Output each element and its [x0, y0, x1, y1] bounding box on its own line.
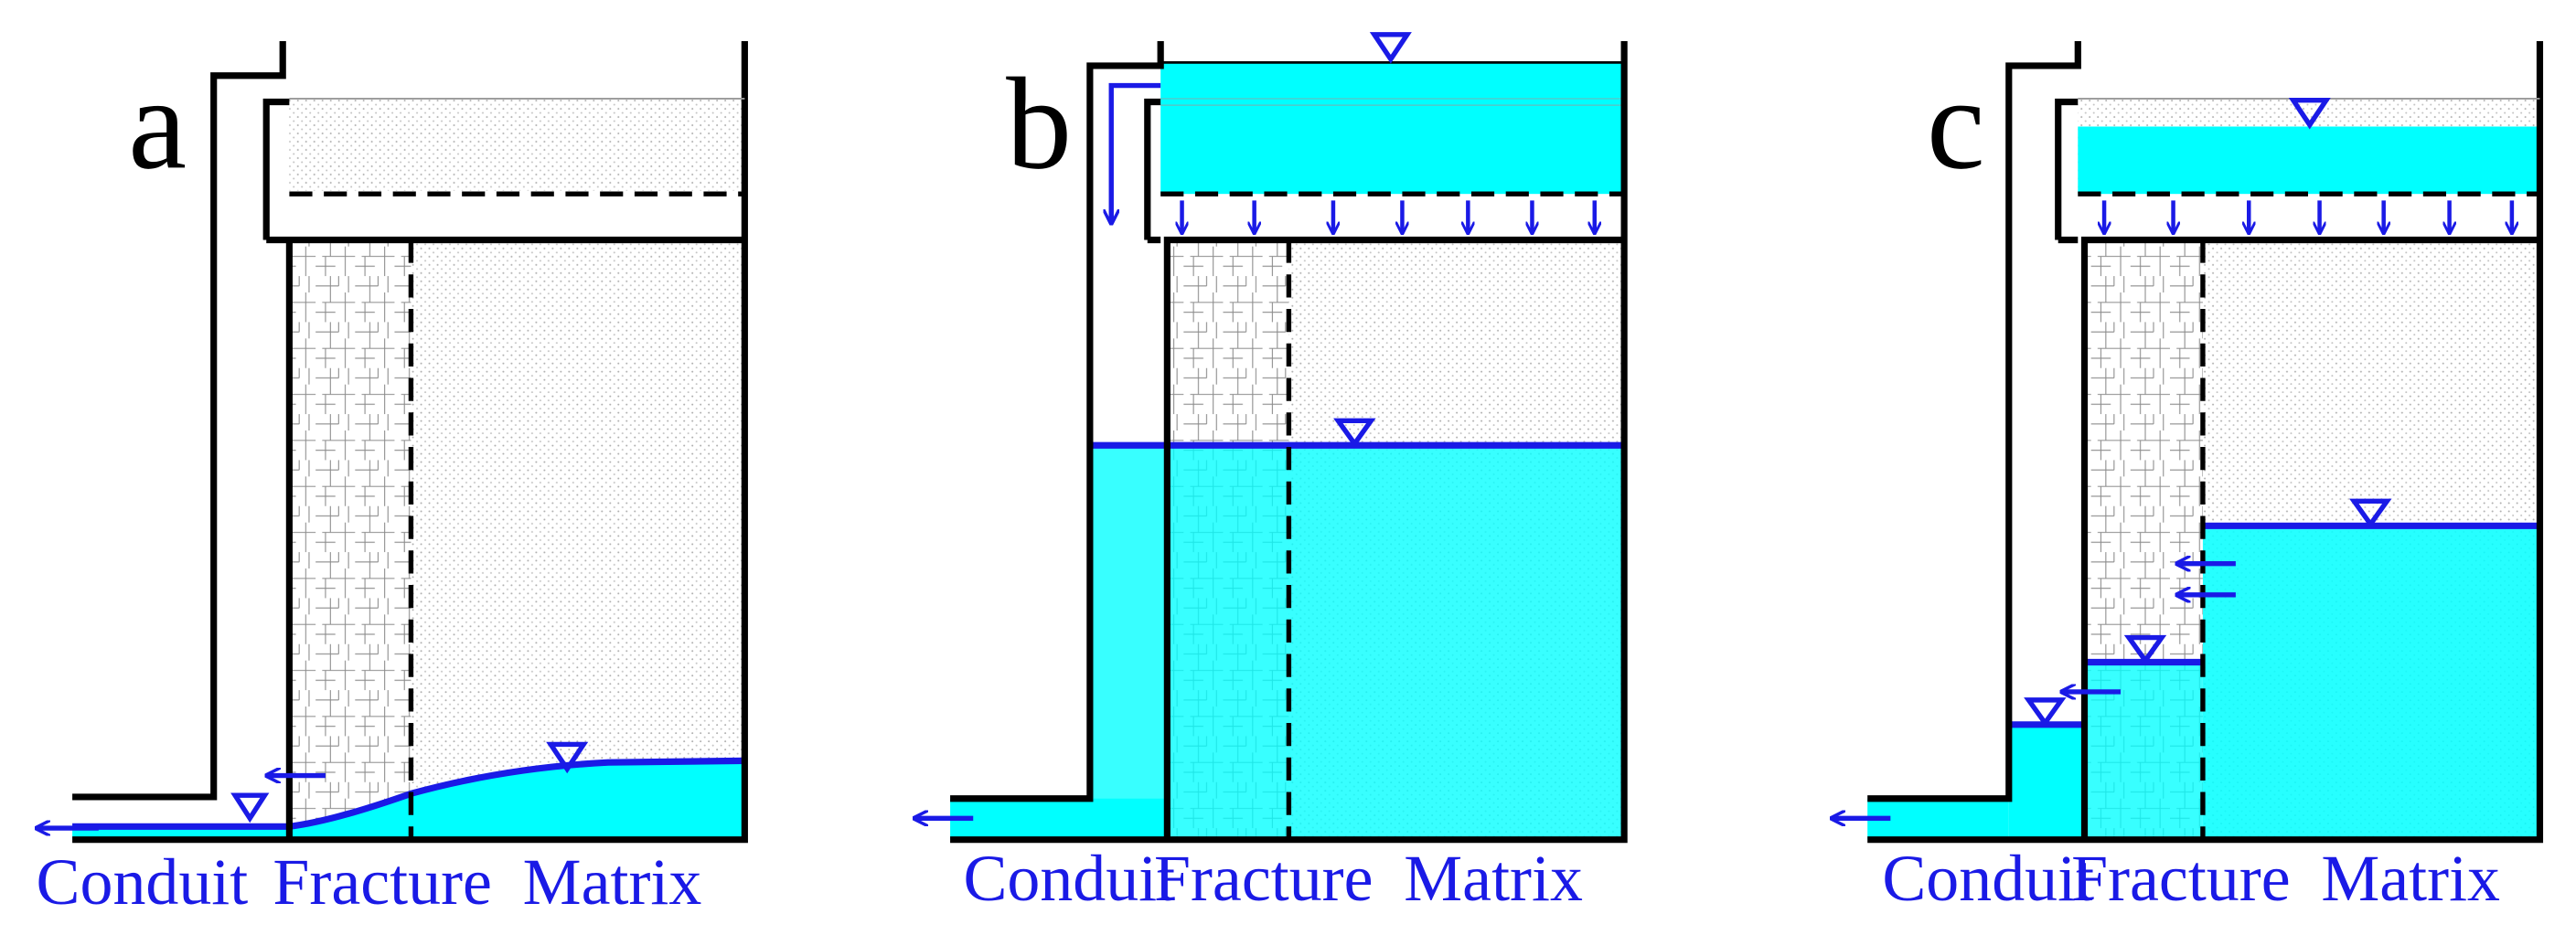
outer-wall: [950, 40, 1628, 844]
water-body: [1867, 798, 2009, 840]
label-fracture: Fracture: [1154, 842, 1374, 915]
conduit-wall: [72, 40, 286, 801]
panel-b: b Conduit Fracture Matrix: [914, 32, 1628, 915]
water-body: [2008, 724, 2085, 840]
reservoir-sediment: [289, 98, 745, 191]
overflow-arrow-icon: [1111, 82, 1161, 224]
label-conduit: Conduit: [1882, 842, 2094, 915]
matrix-block: [411, 239, 745, 840]
water-body: [1089, 445, 1625, 840]
water-level-triangle-icon: [2288, 98, 2331, 130]
panel-letter: b: [1006, 51, 1072, 197]
reservoir-water: [1160, 62, 1625, 195]
water-level-triangle-icon: [2024, 697, 2067, 728]
water-body: [2084, 662, 2203, 840]
outer-wall: [72, 40, 748, 844]
label-matrix: Matrix: [523, 845, 702, 919]
infiltration-arrows: [2104, 200, 2512, 233]
water-level-triangle-icon: [2349, 498, 2392, 529]
label-matrix: Matrix: [1404, 842, 1583, 915]
water-level-triangle-icon: [230, 792, 270, 823]
label-fracture: Fracture: [273, 845, 492, 919]
panel-c: c Conduit Fracture Matrix: [1832, 40, 2544, 915]
water-level-triangle-icon: [1333, 418, 1376, 449]
water-level-triangle-icon: [2123, 634, 2167, 665]
fracture-block: [289, 239, 412, 840]
label-matrix: Matrix: [2321, 842, 2500, 915]
water-body: [2202, 526, 2540, 840]
outer-wall: [1867, 40, 2544, 844]
label-conduit: Conduit: [963, 842, 1175, 915]
water-level-triangle-icon: [1369, 32, 1412, 64]
label-fracture: Fracture: [2071, 842, 2291, 915]
label-conduit: Conduit: [37, 845, 249, 919]
panel-a: a Conduit Fracture Matrix: [37, 40, 748, 919]
panel-letter: a: [128, 51, 187, 197]
reservoir-texture: [1160, 98, 1625, 106]
water-level-triangle-icon: [546, 741, 589, 774]
infiltration-arrows: [1182, 200, 1595, 233]
conduit-wall: [950, 40, 1164, 802]
conduit-wall: [1867, 40, 2081, 802]
panel-letter: c: [1927, 51, 1985, 197]
reservoir-water: [2078, 126, 2540, 195]
